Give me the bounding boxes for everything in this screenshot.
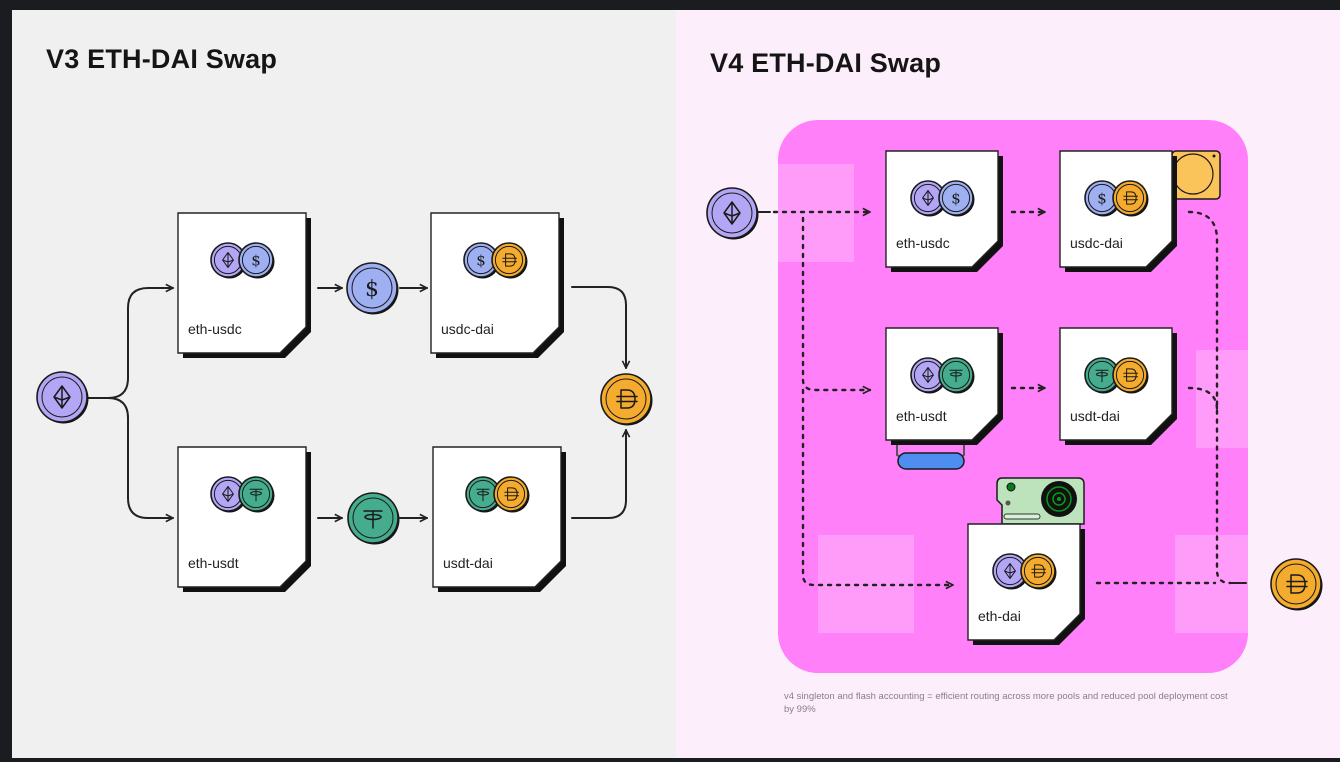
usdc-coin-icon: $ <box>238 242 275 279</box>
decor-square <box>778 164 854 262</box>
dai-coin-icon <box>491 242 528 279</box>
eth-coin-icon <box>210 476 247 513</box>
eth-coin-icon <box>210 242 247 279</box>
v3-output-dai-icon <box>600 373 653 426</box>
pool-label: usdt-dai <box>443 555 493 571</box>
v4-caption: v4 singleton and flash accounting = effi… <box>784 691 1228 715</box>
yellow-hook-icon <box>1171 150 1221 200</box>
pool-card-v4-usdt-dai[interactable]: usdt-dai <box>1059 327 1177 445</box>
svg-text:$: $ <box>365 277 379 302</box>
pool-card-v3-eth-usdt[interactable]: eth-usdt <box>177 446 311 592</box>
pool-card-v4-usdc-dai[interactable]: $ usdc-dai <box>1059 150 1177 272</box>
v3-input-eth-icon <box>36 371 89 424</box>
v4-title: V4 ETH-DAI Swap <box>710 48 942 78</box>
dai-coin-icon <box>1020 553 1057 590</box>
dai-coin-icon <box>1112 357 1149 394</box>
pool-label: usdc-dai <box>1070 235 1123 251</box>
pool-label: usdt-dai <box>1070 408 1120 424</box>
decor-square <box>1196 350 1248 448</box>
pool-card-v4-eth-dai[interactable]: eth-dai <box>967 523 1085 645</box>
v3-intermediate-usdc-icon: $ <box>346 262 399 315</box>
usdc-coin-icon: $ <box>1084 180 1121 217</box>
v4-input-eth-icon <box>706 187 759 240</box>
pool-label: eth-usdt <box>896 408 947 424</box>
pool-label: eth-usdc <box>188 321 242 337</box>
pool-card-v3-usdt-dai[interactable]: usdt-dai <box>432 446 566 592</box>
dai-coin-icon <box>1112 180 1149 217</box>
eth-coin-icon <box>992 553 1029 590</box>
usdc-coin-icon: $ <box>463 242 500 279</box>
v3-panel <box>12 10 676 758</box>
eth-coin-icon <box>910 357 947 394</box>
usdc-coin-icon: $ <box>938 180 975 217</box>
pool-card-v3-eth-usdc[interactable]: $ eth-usdc <box>177 212 311 358</box>
pool-label: eth-dai <box>978 608 1021 624</box>
usdt-coin-icon <box>938 357 975 394</box>
pool-label: eth-usdc <box>896 235 950 251</box>
usdt-coin-icon <box>238 476 275 513</box>
v3-intermediate-usdt-icon <box>347 492 400 545</box>
pool-card-v4-eth-usdt[interactable]: eth-usdt <box>885 327 1003 445</box>
usdt-coin-icon <box>1084 357 1121 394</box>
pool-card-v4-eth-usdc[interactable]: $ eth-usdc <box>885 150 1003 272</box>
pool-label: eth-usdt <box>188 555 239 571</box>
green-hook-icon <box>996 477 1085 525</box>
dai-coin-icon <box>493 476 530 513</box>
svg-text:$: $ <box>1097 189 1107 207</box>
svg-text:$: $ <box>951 189 961 207</box>
pool-label: usdc-dai <box>441 321 494 337</box>
pool-card-v3-usdc-dai[interactable]: $ usdc-dai <box>430 212 564 358</box>
svg-text:$: $ <box>251 251 261 269</box>
svg-text:$: $ <box>476 251 486 269</box>
v4-output-dai-icon <box>1270 558 1323 611</box>
v3-title: V3 ETH-DAI Swap <box>46 44 278 74</box>
